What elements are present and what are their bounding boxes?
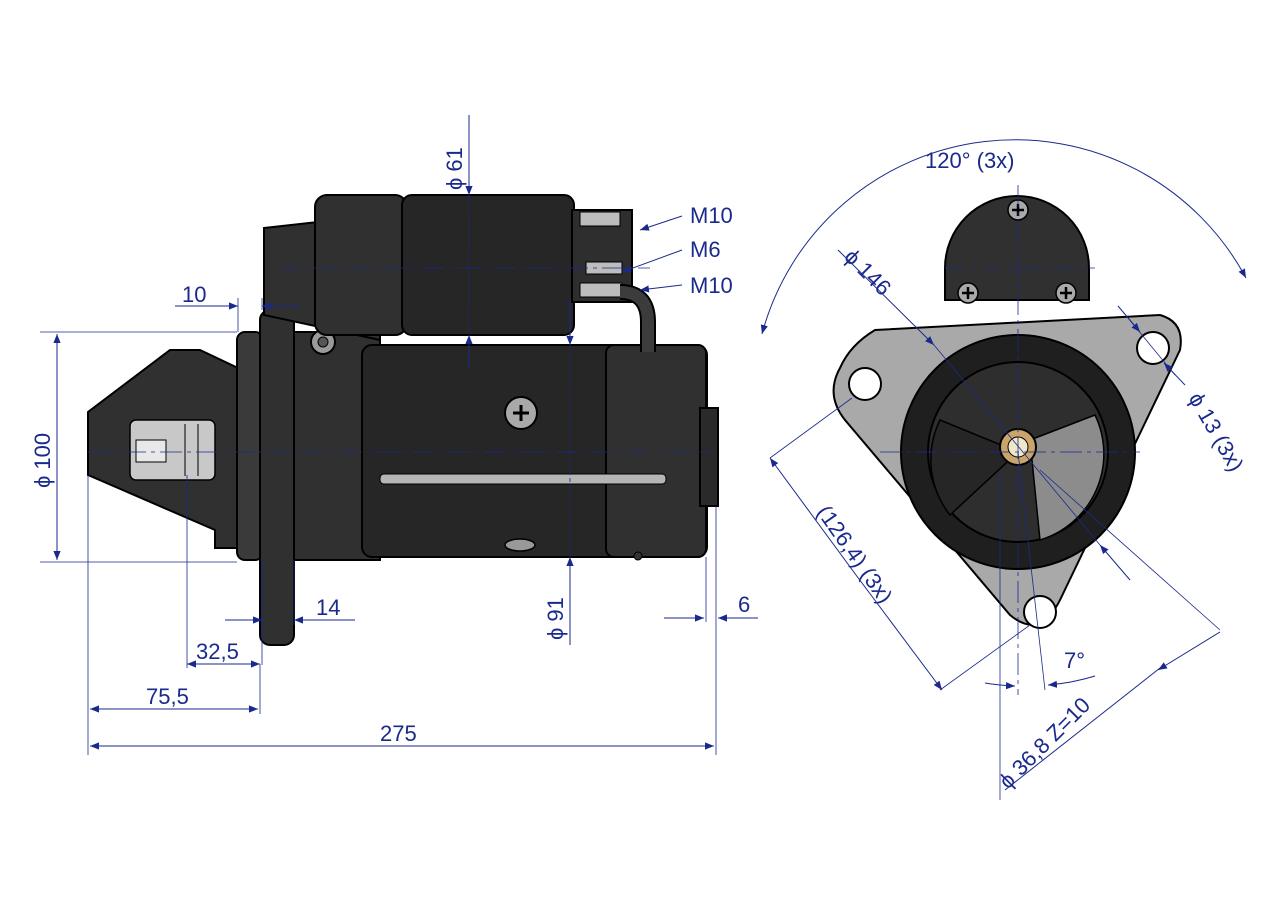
end-view-centerlines xyxy=(880,185,1140,695)
side-view-centerlines xyxy=(88,267,715,453)
dim-m10-top: M10 xyxy=(690,203,733,228)
pinion-gear xyxy=(129,419,216,481)
solenoid-end xyxy=(314,194,408,336)
dim-32-5: 32,5 xyxy=(196,639,239,664)
dim-phi-61: ϕ 61 xyxy=(442,147,467,190)
dim-phi-91: ϕ 91 xyxy=(543,597,568,640)
mounting-hole-bottom xyxy=(1023,595,1057,629)
dim-6: 6 xyxy=(738,592,750,617)
mounting-plate-side xyxy=(259,309,295,646)
solenoid-cap xyxy=(944,195,1090,301)
motor-end-cap xyxy=(605,344,707,558)
dim-angle-7: 7° xyxy=(1064,648,1085,673)
dim-m6: M6 xyxy=(690,237,721,262)
dim-126-4: (126,4) (3x) xyxy=(812,501,898,608)
dim-phi-13: ϕ 13 (3x) xyxy=(1184,388,1249,476)
dim-m10-bottom: M10 xyxy=(690,273,733,298)
dim-angle-120: 120° (3x) xyxy=(925,148,1015,173)
end-view-starter: 120° (3x) xyxy=(760,139,1247,629)
dim-phi-36-8: ϕ 36,8 Z=10 xyxy=(994,692,1095,793)
dim-10: 10 xyxy=(182,282,206,307)
dim-14: 14 xyxy=(316,595,340,620)
dim-phi-146: ϕ 146 xyxy=(839,244,896,301)
dim-275: 275 xyxy=(380,721,417,746)
solenoid-housing xyxy=(401,194,575,336)
dim-phi-100: ϕ 100 xyxy=(30,433,55,488)
mounting-hole-left xyxy=(848,367,882,401)
side-view-starter xyxy=(87,194,719,646)
dim-75-5: 75,5 xyxy=(146,684,189,709)
side-view-dimensions: ϕ 61 M10 M6 M10 10 ϕ 100 14 32,5 xyxy=(30,115,758,755)
